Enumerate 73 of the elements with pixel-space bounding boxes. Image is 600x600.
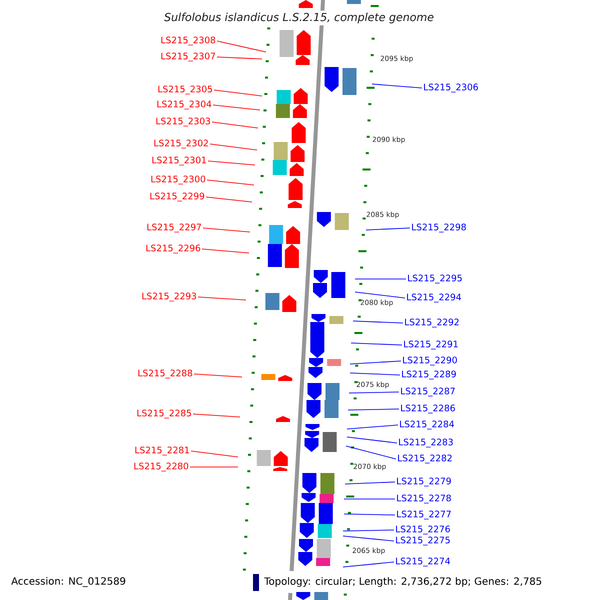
leader-line [354, 278, 406, 280]
gene-label: LS215_2281 [135, 446, 189, 456]
gene-label: LS215_2287 [401, 388, 455, 396]
gene-label: LS215_2302 [154, 140, 208, 148]
leader-line [348, 392, 400, 394]
leader-line [372, 84, 422, 88]
leader-line [192, 414, 240, 418]
gene-label: LS215_2299 [150, 192, 204, 202]
leader-line [214, 90, 262, 96]
gene-label: LS215_2285 [137, 410, 191, 418]
leader-line [208, 160, 256, 166]
gene-label: LS215_2293 [142, 292, 196, 302]
gene-label: LS215_2279 [397, 478, 451, 486]
leader-line [210, 144, 258, 150]
leader-line [352, 320, 404, 324]
gene-label: LS215_2280 [134, 462, 188, 472]
gene-label: LS215_2275 [396, 536, 450, 546]
gene-label: LS215_2282 [398, 454, 452, 464]
leader-line [342, 562, 394, 568]
leader-line [366, 228, 410, 230]
gene-label: LS215_2304 [157, 100, 212, 110]
gene-label: LS215_2294 [407, 294, 461, 302]
gene-label: LS215_2306 [424, 84, 478, 92]
gene-label: LS215_2278 [397, 494, 451, 504]
leader-line [198, 296, 246, 300]
leader-line [216, 56, 262, 60]
leader-line [202, 228, 250, 232]
gene-label: LS215_2274 [396, 558, 450, 566]
leader-line [342, 530, 394, 532]
gene-label: LS215_2289 [402, 370, 456, 380]
gene-label: LS215_2284 [400, 420, 454, 430]
leader-line [346, 436, 398, 444]
gene-label: LS215_2301 [152, 156, 206, 166]
gene-label: LS215_2288 [138, 370, 192, 378]
leader-line [344, 514, 396, 516]
gene-label: LS215_2276 [396, 526, 450, 534]
gene-label: LS215_2296 [146, 244, 200, 254]
gene-label: LS215_2297 [147, 224, 202, 232]
info-text: Topology: circular; Length: 2,736,272 bp; Genes: 2,785 [264, 577, 542, 587]
leader-line [190, 450, 238, 458]
leader-line [206, 196, 252, 202]
gene-label: LS215_2298 [412, 224, 466, 232]
title: Sulfolobus islandicus L.S.2.15, complete genome [162, 10, 436, 26]
gene-label: LS215_2295 [408, 274, 462, 284]
leader-line [216, 40, 266, 52]
leader-line [202, 248, 250, 254]
leader-line [354, 292, 406, 298]
info-text: Accession: NC_012589 [11, 577, 126, 587]
gene-label: LS215_2286 [401, 404, 455, 414]
leader-line [350, 372, 400, 376]
leader-line [190, 466, 238, 468]
leader-line [350, 342, 402, 346]
leader-line [346, 446, 396, 460]
leader-line [212, 104, 260, 110]
gene-label: LS215_2291 [404, 340, 458, 350]
gene-label: LS215_2277 [397, 510, 451, 520]
leader-line [350, 360, 402, 364]
gene-label: LS215_2283 [399, 438, 453, 448]
gene-label: LS215_2308 [161, 36, 216, 46]
leader-line [342, 536, 394, 542]
leader-line [346, 424, 398, 430]
gene-label: LS215_2305 [158, 86, 212, 94]
leader-line [212, 122, 258, 128]
leader-line [344, 498, 396, 500]
leader-line [194, 374, 242, 378]
leader-line [348, 408, 400, 410]
gene-label: LS215_2290 [403, 356, 457, 366]
leader-line [206, 180, 254, 186]
gene-label: LS215_2303 [156, 118, 210, 126]
leader-line [344, 482, 396, 484]
gene-label: LS215_2300 [151, 176, 206, 184]
gene-label: LS215_2307 [161, 52, 216, 62]
gene-label: LS215_2292 [405, 318, 459, 328]
